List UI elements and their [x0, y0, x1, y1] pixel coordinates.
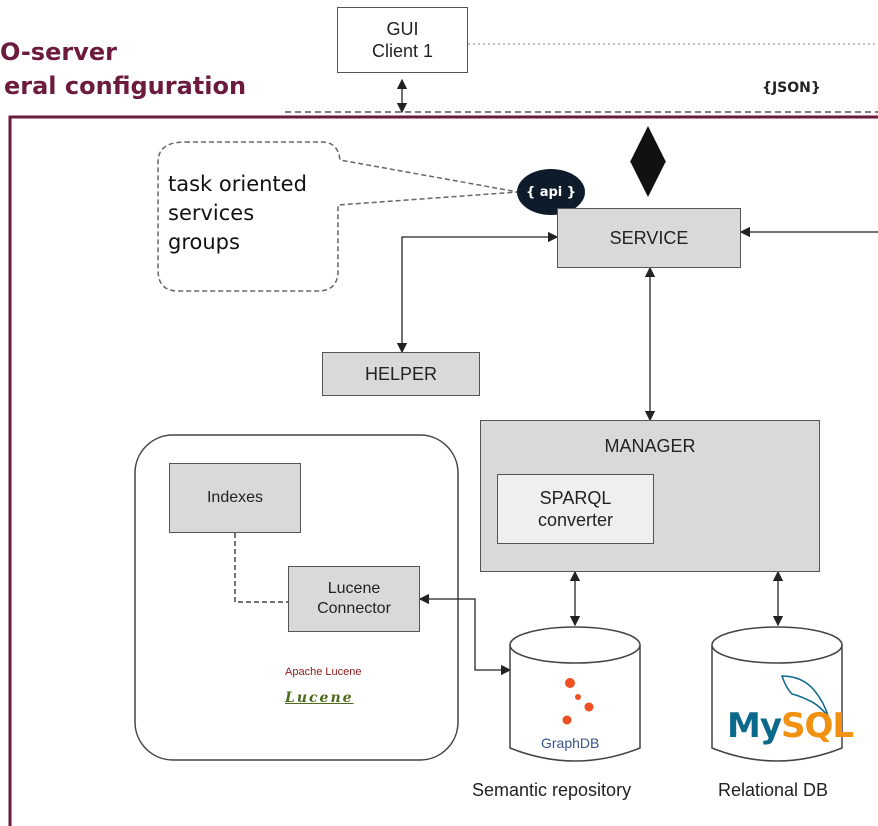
graphdb-cylinder [509, 626, 641, 762]
page-title-line2: eral configuration [4, 72, 247, 100]
gui-client-line1: GUI [386, 18, 419, 39]
callout-line2: services [168, 201, 255, 225]
gui-client-line2: Client 1 [371, 41, 434, 61]
sparql-line2: converter [537, 510, 614, 530]
lucene-graphdb-arrow [418, 593, 512, 676]
lucene-connector-box: Lucene Connector [288, 566, 420, 632]
page-title-line1: O-server [0, 38, 117, 66]
mysql-cylinder [711, 626, 843, 762]
server-frame [8, 115, 878, 826]
mysql-dolphin-icon [780, 675, 829, 717]
manager-label: MANAGER [604, 436, 696, 456]
graphdb-logo-text: GraphDB [541, 735, 600, 751]
graphdb-dots-icon [562, 678, 594, 725]
service-helper-arrow [396, 231, 559, 354]
gui-client-box: GUI Client 1 [337, 7, 468, 73]
apache-lucene-text: Apache Lucene [285, 666, 362, 678]
sparql-line1: SPARQL [539, 487, 612, 508]
semantic-repository-label: Semantic repository [472, 780, 632, 800]
helper-box: HELPER [322, 352, 480, 396]
callout-bubble [157, 141, 519, 292]
sparql-converter-box: SPARQL converter [497, 474, 654, 544]
lucene-connector-line1: Lucene [327, 580, 381, 597]
api-badge-icon: { api } [517, 169, 585, 215]
callout-line3: groups [168, 230, 240, 254]
lucene-connector-line2: Connector [317, 600, 391, 617]
mysql-sql-text: SQL [781, 706, 854, 746]
manager-box: MANAGER [480, 420, 820, 572]
service-box: SERVICE [557, 208, 741, 268]
indexes-box: Indexes [169, 463, 301, 533]
callout-line1: task oriented [168, 172, 307, 196]
mysql-my-text: My [727, 706, 782, 746]
callout-text: task oriented services groups [168, 170, 307, 257]
relational-db-label: Relational DB [718, 780, 829, 800]
json-tag: {JSON} [762, 80, 821, 96]
indexes-connector-dashed [234, 533, 288, 603]
lucene-wordmark-logo: Lucene [285, 690, 354, 706]
mysql-logo: MySQL [727, 706, 854, 746]
